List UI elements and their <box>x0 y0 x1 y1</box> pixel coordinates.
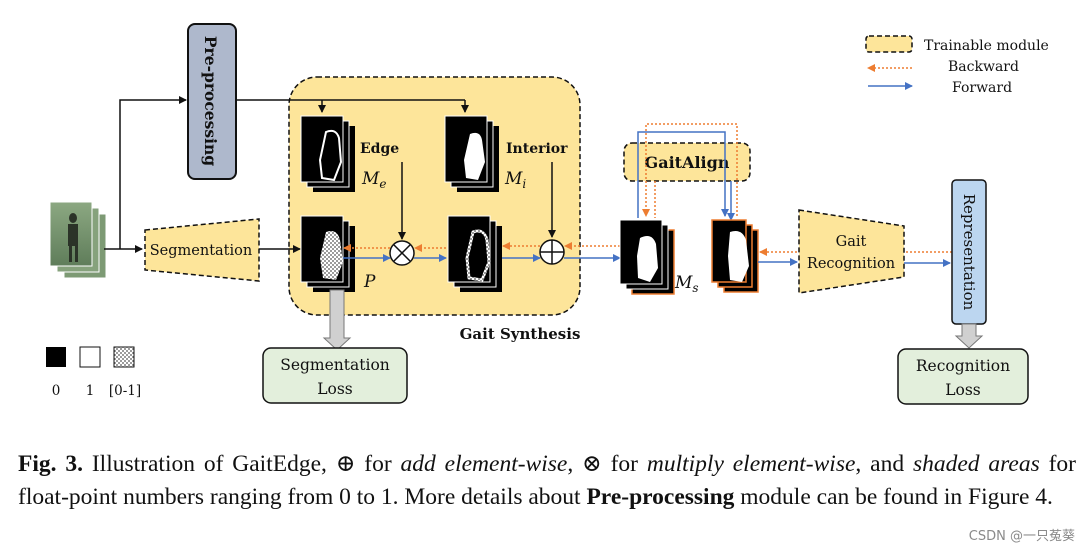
preprocessing-box <box>187 23 237 180</box>
figure-number: Fig. 3. <box>18 451 83 477</box>
ms-mask-stack <box>619 219 675 295</box>
probability-mask-stack <box>300 215 355 292</box>
segmentation-loss-line1: Segmentation <box>280 356 390 374</box>
p-label: P <box>363 272 376 292</box>
add-operator <box>539 239 565 265</box>
gaitalign-module <box>623 142 751 182</box>
value-legend: 0 1 [0-1] <box>46 346 141 399</box>
black-value-label: 0 <box>52 383 61 399</box>
shaded-swatch <box>113 346 135 368</box>
gaitalign-arrows <box>637 123 738 221</box>
recognition-flow-arrows <box>758 248 952 267</box>
gait-recognition-module <box>798 209 905 294</box>
black-swatch <box>46 347 66 367</box>
recognition-loss-arrow <box>954 323 984 349</box>
gaitedge-diagram: Trainable module Backward Forward Pre-pr… <box>46 23 1049 405</box>
synthesis-flow-arrows <box>343 242 621 262</box>
legend-trainable-swatch <box>865 35 913 53</box>
multiply-operator <box>389 240 415 266</box>
legend-trainable-label: Trainable module <box>924 38 1049 54</box>
white-swatch <box>79 346 101 368</box>
segmentation-label: Segmentation <box>150 243 252 259</box>
shaded-value-label: [0-1] <box>109 383 141 399</box>
figure-caption: Fig. 3. Illustration of GaitEdge, ⊕ for … <box>18 451 1076 510</box>
gait-synthesis-label: Gait Synthesis <box>460 325 581 343</box>
legend-backward-label: Backward <box>948 59 1019 75</box>
input-arrows <box>104 96 556 253</box>
segmentation-loss-arrow <box>322 289 352 351</box>
gait-synthesis-region <box>288 76 581 316</box>
interior-label: Interior <box>506 141 568 157</box>
representation-label: Representation <box>960 194 978 311</box>
interior-mask-stack <box>444 115 499 192</box>
segmentation-loss-box <box>262 347 408 404</box>
gait-recognition-label-line1: Gait <box>836 234 867 250</box>
white-value-label: 1 <box>86 383 95 399</box>
me-label: Me <box>361 169 387 191</box>
preprocessing-label: Pre-processing <box>201 36 220 166</box>
edge-product-stack <box>447 215 502 292</box>
recognition-loss-line1: Recognition <box>916 357 1010 375</box>
input-sequence <box>49 201 107 279</box>
edge-mask-stack <box>300 115 355 192</box>
gait-recognition-label-line2: Recognition <box>807 256 895 272</box>
legend: Trainable module Backward Forward <box>865 35 1049 96</box>
segmentation-loss-line2: Loss <box>317 380 353 398</box>
recognition-loss-box <box>897 348 1029 405</box>
mi-label: Mi <box>504 169 526 191</box>
aligned-mask-stack <box>711 219 759 293</box>
recognition-loss-line2: Loss <box>945 381 981 399</box>
edge-label: Edge <box>360 141 399 157</box>
gaitalign-label: GaitAlign <box>645 153 730 172</box>
watermark: CSDN @一只菟葵 <box>968 529 1075 544</box>
ms-label: Ms <box>674 273 699 295</box>
segmentation-module <box>144 218 260 282</box>
legend-forward-label: Forward <box>952 80 1012 96</box>
